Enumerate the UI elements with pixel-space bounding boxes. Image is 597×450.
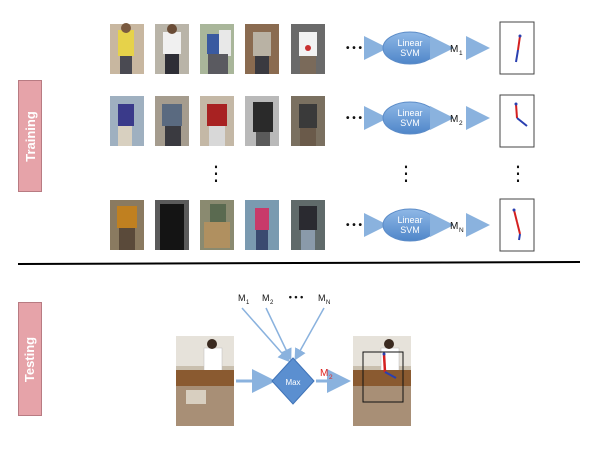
pedestrian-thumbnails (110, 23, 325, 74)
svg-text:⋮: ⋮ (508, 161, 528, 185)
svg-text:1: 1 (246, 300, 250, 306)
training-row-2: • • • Linear SVM M 2 (110, 94, 535, 148)
ellipsis: • • • (346, 113, 363, 124)
svg-text:⋮: ⋮ (396, 161, 416, 185)
model-label: M 1 (450, 44, 463, 57)
svg-text:N: N (459, 227, 464, 234)
model-label: M 2 (450, 114, 463, 127)
training-row-1: • • • Linear SVM M 1 (110, 21, 535, 75)
linear-svm-node: Linear SVM (382, 208, 438, 242)
model-inputs: M 1 M 2 • • • M N (238, 292, 330, 306)
selected-model-label: M 2 (320, 368, 333, 381)
pose-model-visualization (499, 21, 535, 75)
ellipsis: • • • (346, 220, 363, 231)
svg-text:Linear: Linear (397, 108, 422, 118)
model-label: M N (450, 221, 464, 234)
svg-text:SVM: SVM (400, 225, 420, 235)
pose-model-visualization (499, 198, 535, 252)
ellipsis: • • • (346, 43, 363, 54)
svg-text:M: M (320, 368, 328, 379)
svg-text:M: M (262, 293, 270, 303)
svg-text:Max: Max (285, 378, 300, 387)
max-node: Max (271, 357, 315, 405)
pose-model-visualization (499, 94, 535, 148)
section-divider (17, 261, 581, 265)
svg-text:⋮: ⋮ (206, 161, 226, 185)
svg-text:SVM: SVM (400, 48, 420, 58)
model-arrows (241, 307, 325, 363)
svg-text:• • •: • • • (289, 292, 303, 302)
svg-text:M: M (238, 293, 246, 303)
svg-text:Linear: Linear (397, 38, 422, 48)
pedestrian-thumbnails (110, 200, 325, 250)
svg-text:M: M (450, 114, 458, 125)
test-image (176, 336, 234, 426)
testing-section-label: Testing (18, 302, 42, 416)
testing-section: M 1 M 2 • • • M N Max (176, 292, 411, 426)
svg-text:SVM: SVM (400, 118, 420, 128)
svg-text:2: 2 (270, 300, 274, 306)
svg-text:1: 1 (459, 50, 463, 57)
linear-svm-node: Linear SVM (382, 101, 438, 135)
svg-text:M: M (450, 221, 458, 232)
vertical-ellipses: ⋮ ⋮ ⋮ (206, 161, 528, 185)
svg-text:M: M (318, 293, 326, 303)
svg-text:2: 2 (329, 374, 333, 381)
pedestrian-thumbnails (110, 96, 325, 146)
training-section-label: Training (18, 80, 42, 192)
svg-text:2: 2 (459, 120, 463, 127)
training-row-n: • • • Linear SVM M N (110, 198, 535, 252)
result-image (353, 336, 411, 426)
svg-text:N: N (326, 300, 330, 306)
svg-text:M: M (450, 44, 458, 55)
linear-svm-node: Linear SVM (382, 31, 438, 65)
svg-text:Linear: Linear (397, 215, 422, 225)
